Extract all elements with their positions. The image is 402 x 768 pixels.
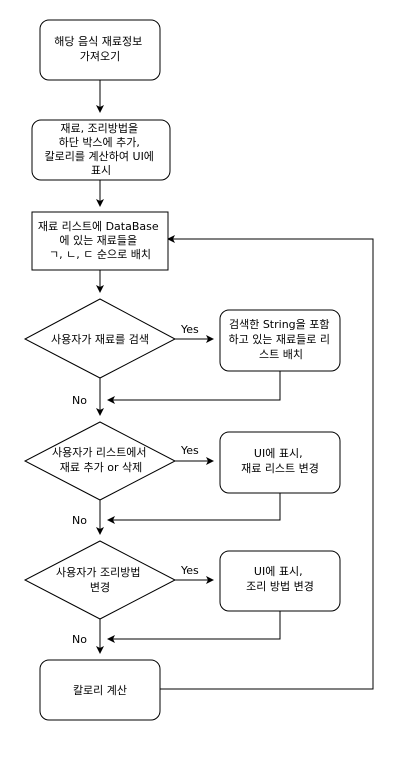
edges [96, 80, 374, 690]
node-shape [31, 211, 169, 271]
node-label: UI에 표시, 재료 리스트 변경 [241, 447, 319, 475]
node-arrange-list: 재료 리스트에 DataBase 에 있는 재료들을 ㄱ, ㄴ, ㄷ 순으로 배… [31, 211, 169, 271]
node-shape [23, 298, 177, 379]
node-fetch-ingredients: 해당 음식 재료정보 가져오기 [39, 19, 161, 81]
edge-label-method-yes: Yes [180, 564, 199, 577]
node-label: 사용자가 재료를 검색 [51, 333, 149, 346]
node-shape [23, 540, 177, 620]
node-label: 검색한 String을 포함 하고 있는 재료들로 리 스트 배치 [228, 318, 333, 361]
node-list-change-result: UI에 표시, 재료 리스트 변경 [219, 431, 341, 494]
node-shape [39, 19, 161, 81]
node-label: 해당 음식 재료정보 가져오기 [54, 34, 145, 63]
node-shape [31, 119, 171, 181]
edge-label-method-no: No [72, 633, 87, 646]
node-shape [219, 431, 341, 494]
edge-list-result-merge [107, 493, 281, 524]
node-list-change-decision: 사용자가 리스트에서 재료 추가 or 삭제 [23, 421, 177, 501]
node-method-change-result: UI에 표시, 조리 방법 변경 [219, 550, 341, 612]
node-shape [23, 421, 177, 501]
node-search-result: 검색한 String을 포함 하고 있는 재료들로 리 스트 배치 [219, 309, 341, 372]
node-shape [39, 659, 161, 721]
node-shape [219, 309, 341, 372]
edge-search-result-merge [107, 371, 281, 404]
edge-method-result-merge [107, 611, 281, 643]
edge-label-search-no: No [72, 394, 87, 407]
node-label: 칼로리 계산 [73, 684, 127, 697]
node-label: 사용자가 리스트에서 재료 추가 or 삭제 [52, 446, 150, 474]
node-label: UI에 표시, 조리 방법 변경 [246, 565, 314, 593]
node-search-decision: 사용자가 재료를 검색 [23, 298, 177, 379]
node-label: 사용자가 조리방법 변경 [56, 566, 144, 594]
node-shape [219, 550, 341, 612]
node-label: 재료 리스트에 DataBase 에 있는 재료들을 ㄱ, ㄴ, ㄷ 순으로 배… [38, 220, 162, 261]
node-label: 재료, 조리방법을 하단 박스에 추가, 칼로리를 계산하여 UI에 표시 [45, 122, 158, 177]
edge-label-list-yes: Yes [180, 444, 199, 457]
node-calorie-calc: 칼로리 계산 [39, 659, 161, 721]
edge-calorie-loop-back [160, 235, 374, 690]
node-method-change-decision: 사용자가 조리방법 변경 [23, 540, 177, 620]
node-show-in-box: 재료, 조리방법을 하단 박스에 추가, 칼로리를 계산하여 UI에 표시 [31, 119, 171, 181]
edge-label-search-yes: Yes [180, 323, 199, 336]
edge-label-list-no: No [72, 514, 87, 527]
